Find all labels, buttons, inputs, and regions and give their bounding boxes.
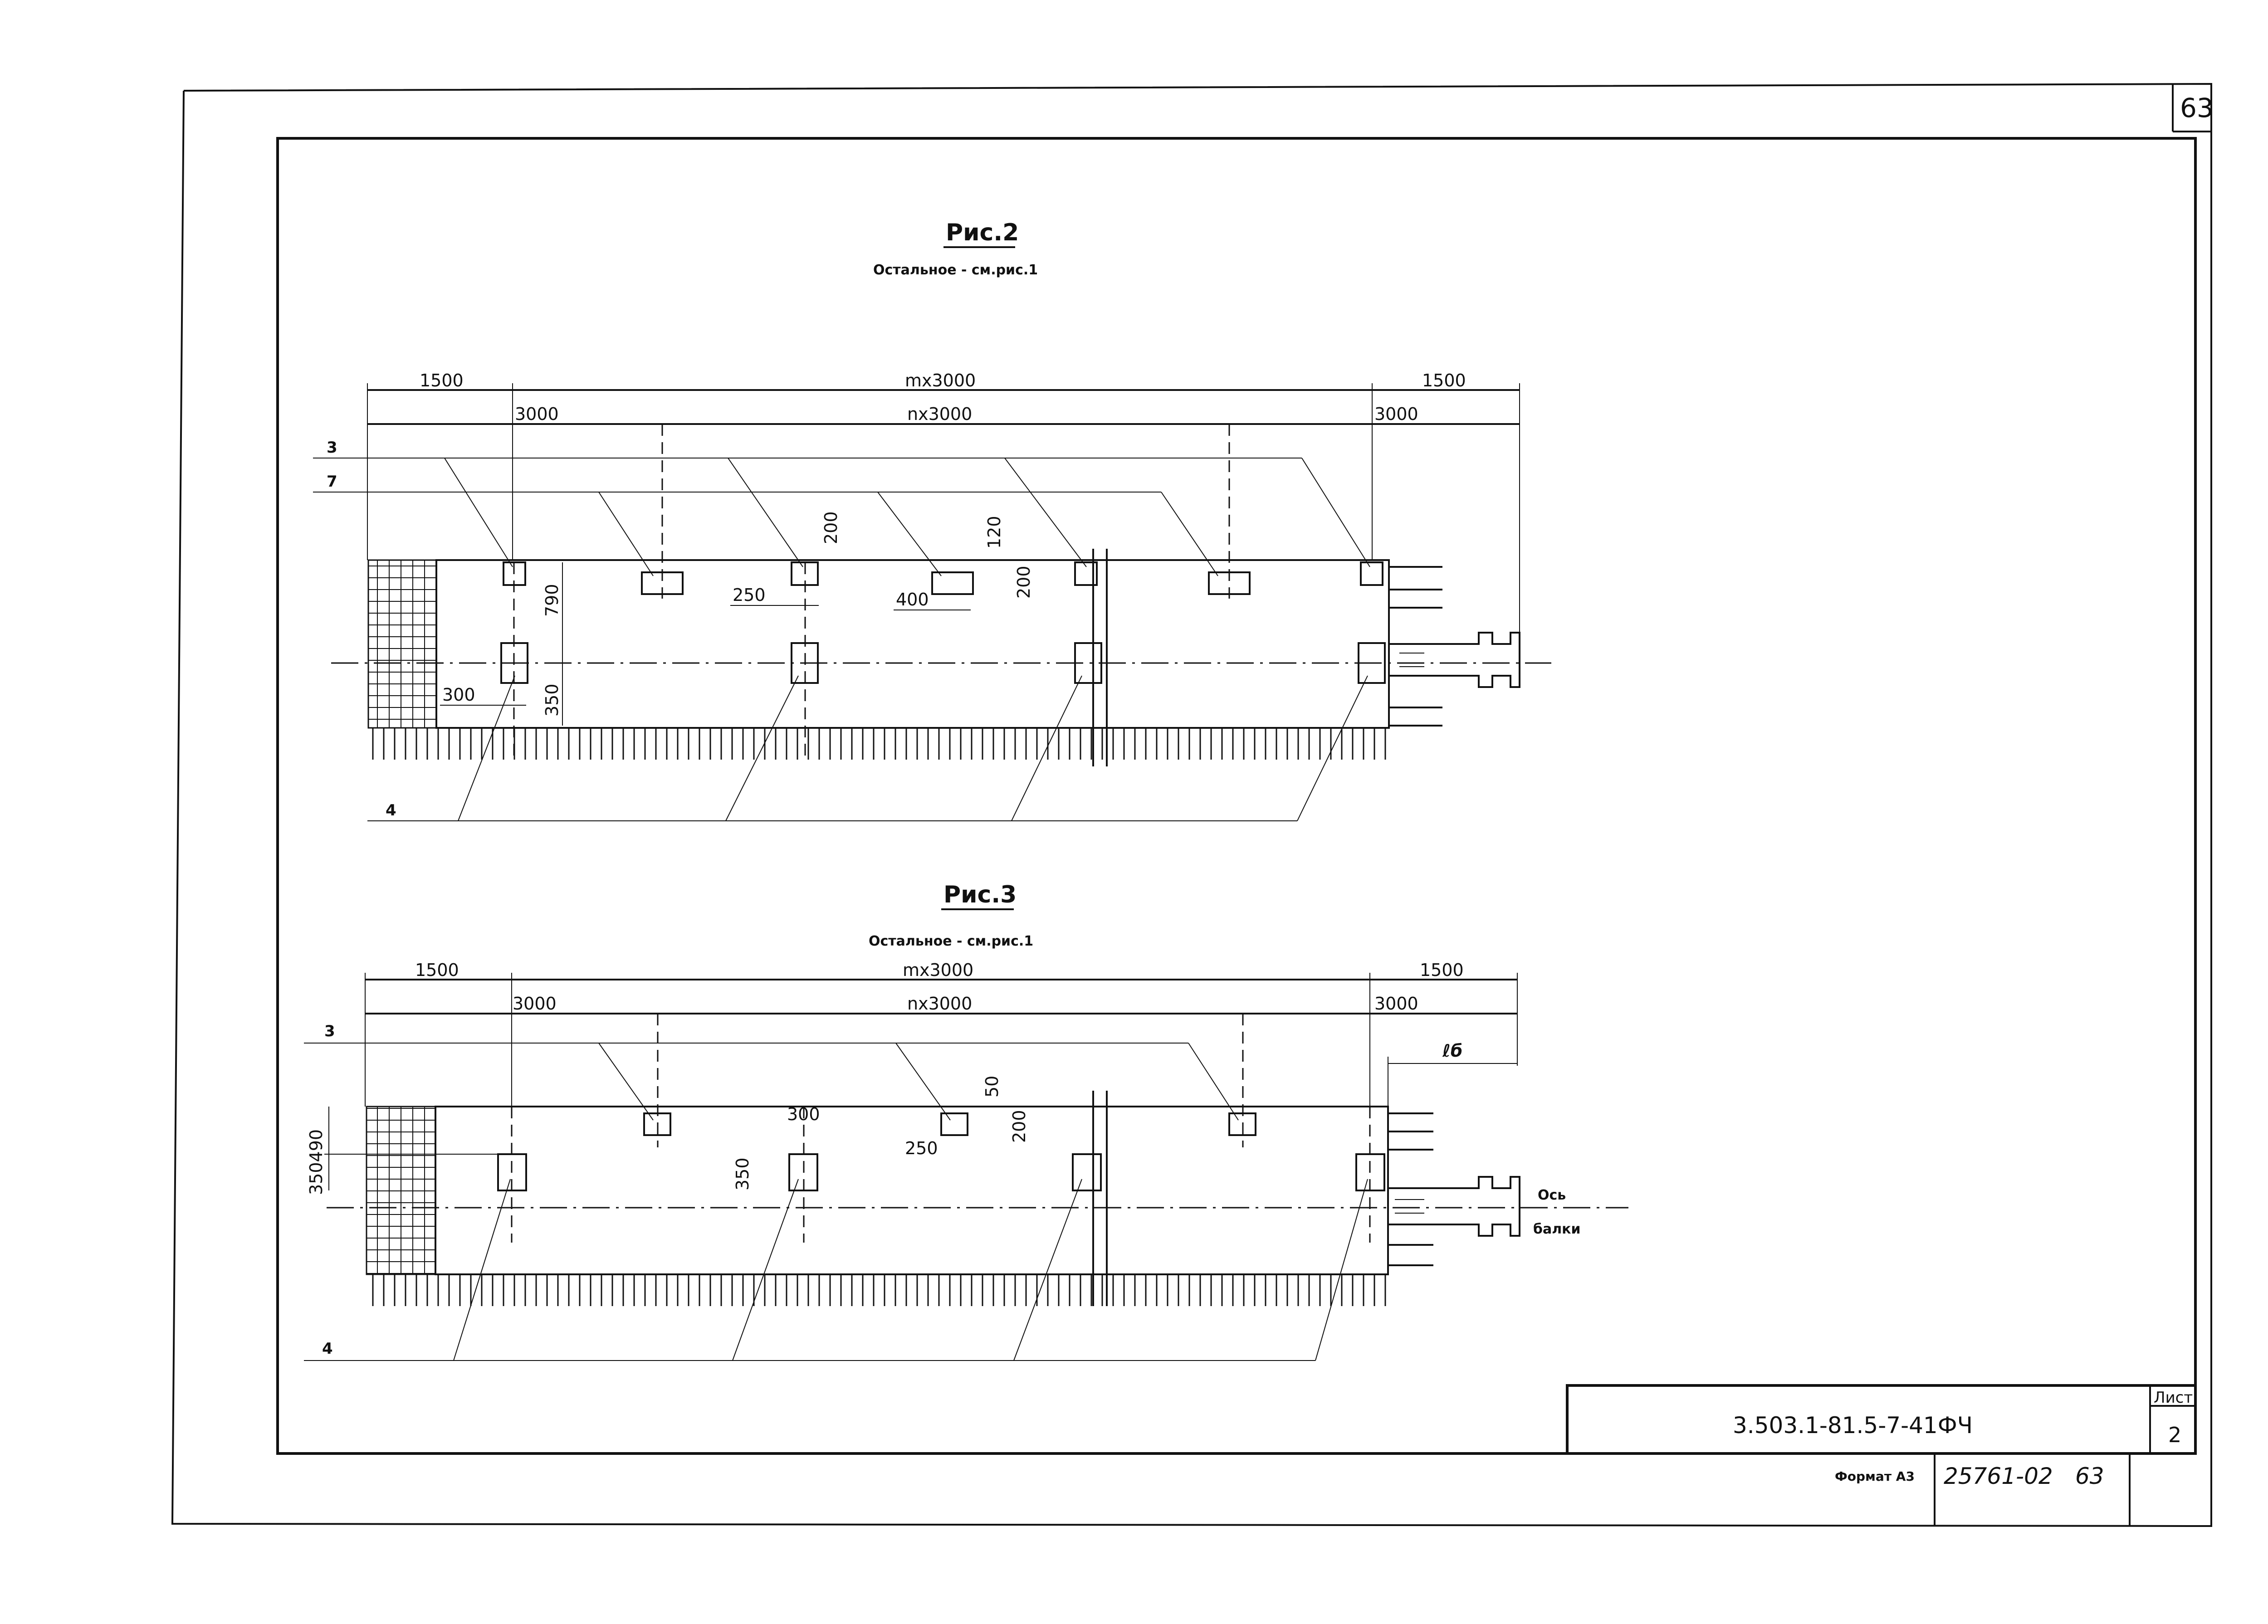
figure-2: Рис.2 Остальное - см.рис.1 1500 mx3000 1… xyxy=(313,219,1551,821)
fig2-dim-mx3000: mx3000 xyxy=(905,371,976,390)
fig2-dim-3000-left: 3000 xyxy=(515,404,559,424)
title-block: 3.503.1-81.5-7-41ФЧ Лист 2 Формат А3 257… xyxy=(1566,1384,2197,1526)
fig3-axis-label-2: балки xyxy=(1533,1221,1581,1237)
fig3-axis-label-1: Ось xyxy=(1538,1187,1566,1203)
fig2-end-mesh xyxy=(367,559,437,729)
fig3-dim-3000-right: 3000 xyxy=(1374,994,1418,1014)
archive-page: 63 xyxy=(2075,1463,2104,1489)
figure-3: Рис.3 Остальное - см.рис.1 1500 mx3000 1… xyxy=(304,881,1628,1361)
fig3-dim-1500-right: 1500 xyxy=(1420,960,1464,980)
fig3-pos-3: 3 xyxy=(324,1022,335,1040)
fig3-dim-3000-left: 3000 xyxy=(513,994,557,1014)
fig3-dim-200: 200 xyxy=(1009,1110,1029,1143)
fig2-dim-1500-left: 1500 xyxy=(420,371,464,390)
fig3-dim-1500-left: 1500 xyxy=(415,960,459,980)
fig2-leaders xyxy=(313,458,1370,821)
fig2-dim-3000-right: 3000 xyxy=(1374,404,1418,424)
fig3-title: Рис.3 xyxy=(943,881,1017,908)
doc-code: 3.503.1-81.5-7-41ФЧ xyxy=(1733,1412,1973,1439)
fig2-dim-1500-right: 1500 xyxy=(1422,371,1466,390)
fig3-beam xyxy=(435,1106,1389,1275)
fig2-pos-4: 4 xyxy=(386,801,396,819)
fig2-dim-350: 350 xyxy=(542,683,562,717)
fig2-dim-400: 400 xyxy=(896,590,929,610)
sheet-frame: 63 xyxy=(171,83,2214,1527)
fig2-bottom-hatch xyxy=(368,728,1389,760)
fig2-dim-nx3000: nx3000 xyxy=(907,404,972,424)
fig3-pos-4: 4 xyxy=(322,1340,333,1358)
fig3-dim-300: 300 xyxy=(787,1104,820,1124)
fig3-dim-nx3000: nx3000 xyxy=(907,994,972,1014)
fig2-dim-200b: 200 xyxy=(1014,566,1034,599)
fig2-title: Рис.2 xyxy=(946,219,1019,246)
fig3-dim-350-490: 350490 xyxy=(306,1129,326,1195)
fig3-note: Остальное - см.рис.1 xyxy=(869,933,1033,949)
fig2-pos-3: 3 xyxy=(327,439,337,457)
fig2-pos-7: 7 xyxy=(327,473,337,491)
fig3-dim-350: 350 xyxy=(733,1157,753,1190)
fig2-dim-120: 120 xyxy=(984,516,1004,549)
fig2-dim-250: 250 xyxy=(733,585,766,605)
archive-number: 25761-02 xyxy=(1944,1463,2053,1489)
fig2-end-anchor xyxy=(1389,566,1520,727)
fig3-dim-250: 250 xyxy=(905,1138,938,1158)
fig3-end-anchor xyxy=(1388,1112,1520,1266)
fig2-note: Остальное - см.рис.1 xyxy=(873,262,1038,278)
fig2-dim-300: 300 xyxy=(442,685,475,705)
fig3-dim-50: 50 xyxy=(982,1076,1002,1097)
fig3-bottom-hatch xyxy=(367,1274,1388,1306)
top-sheet-number: 63 xyxy=(2180,93,2214,123)
fig3-dim-mx3000: mx3000 xyxy=(903,960,973,980)
fig3-leaders xyxy=(304,1043,1368,1361)
sheet-label: Лист xyxy=(2154,1389,2193,1407)
fig2-beam xyxy=(435,559,1390,729)
fig2-dim-200a: 200 xyxy=(821,511,841,544)
fig2-dim-790: 790 xyxy=(542,584,562,617)
format-label: Формат А3 xyxy=(1835,1469,1915,1484)
fig3-end-mesh xyxy=(366,1106,436,1275)
sheet-number: 2 xyxy=(2168,1423,2181,1447)
fig3-lb-label: ℓб xyxy=(1442,1041,1462,1061)
